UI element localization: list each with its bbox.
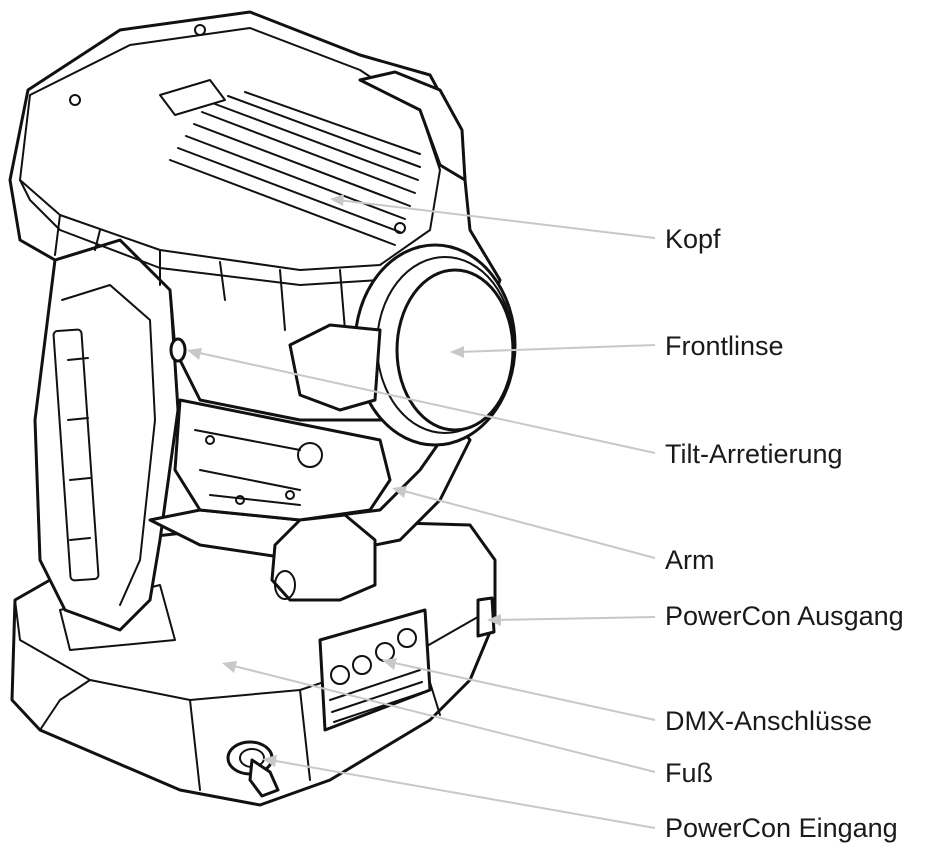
leader-arm bbox=[399, 489, 656, 559]
arrow-kopf bbox=[330, 194, 344, 206]
leader-frontlinse bbox=[457, 344, 656, 353]
label-dmx-anschluesse: DMX-Anschlüsse bbox=[665, 706, 873, 736]
label-powercon-ausgang: PowerCon Ausgang bbox=[665, 601, 904, 631]
label-powercon-eingang: PowerCon Eingang bbox=[665, 813, 898, 843]
label-frontlinse: Frontlinse bbox=[665, 331, 784, 361]
label-arm: Arm bbox=[665, 545, 715, 575]
leader-tilt bbox=[194, 351, 656, 454]
arrow-arm bbox=[392, 486, 407, 498]
tilt-lock-knob bbox=[169, 337, 187, 363]
leader-fuss bbox=[229, 664, 656, 773]
label-kopf: Kopf bbox=[665, 224, 721, 254]
arrow-frontlinse bbox=[450, 346, 464, 358]
dmx-panel bbox=[318, 608, 432, 732]
arrow-powercon-out bbox=[487, 614, 501, 626]
label-fuss: Fuß bbox=[665, 758, 714, 788]
arrow-dmx bbox=[382, 658, 397, 670]
powercon-out-connector bbox=[476, 596, 496, 638]
leader-lines bbox=[187, 194, 656, 829]
arrow-fuss bbox=[222, 661, 237, 673]
leader-powercon-in bbox=[269, 759, 656, 829]
leader-dmx bbox=[389, 661, 656, 721]
leader-kopf bbox=[337, 199, 656, 239]
head-vents bbox=[169, 91, 421, 246]
arrow-powercon-in bbox=[262, 755, 277, 767]
label-tilt-arretierung: Tilt-Arretierung bbox=[665, 439, 843, 469]
yoke bbox=[33, 238, 472, 632]
arrow-tilt bbox=[187, 348, 202, 360]
leader-powercon-out bbox=[494, 616, 656, 621]
